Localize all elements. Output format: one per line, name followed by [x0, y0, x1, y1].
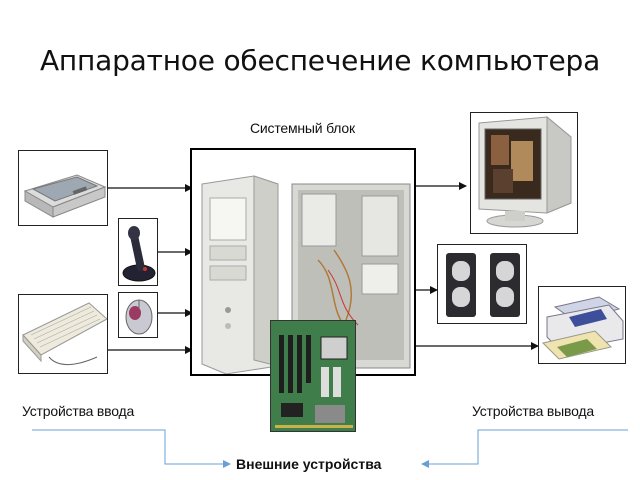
motherboard-frame: [270, 320, 356, 432]
monitor-icon: [478, 115, 572, 228]
page-title: Аппаратное обеспечение компьютера: [39, 44, 601, 77]
mouse-frame: [118, 292, 158, 338]
connector-right: [421, 429, 628, 468]
scanner-frame: [18, 150, 108, 226]
scanner-icon: [23, 174, 107, 218]
joystick-icon: [122, 226, 156, 282]
input-devices-label: Устройства ввода: [22, 403, 135, 419]
printer-frame: [538, 286, 626, 364]
printer-icon: [542, 296, 624, 360]
open-case-icon: [291, 183, 411, 369]
system-unit-case-icon: [201, 175, 279, 374]
monitor-frame: [470, 112, 578, 234]
connector-left: [32, 429, 231, 468]
keyboard-icon: [22, 302, 107, 365]
mouse-icon: [125, 299, 153, 335]
speakers-icon: [446, 253, 520, 317]
motherboard-icon: [271, 321, 355, 431]
external-devices-label: Внешние устройства: [236, 456, 382, 472]
output-devices-label: Устройства вывода: [472, 403, 594, 419]
speakers-frame: [437, 244, 527, 324]
system-unit-label: Системный блок: [250, 120, 355, 136]
keyboard-frame: [18, 294, 108, 374]
joystick-frame: [118, 218, 158, 286]
